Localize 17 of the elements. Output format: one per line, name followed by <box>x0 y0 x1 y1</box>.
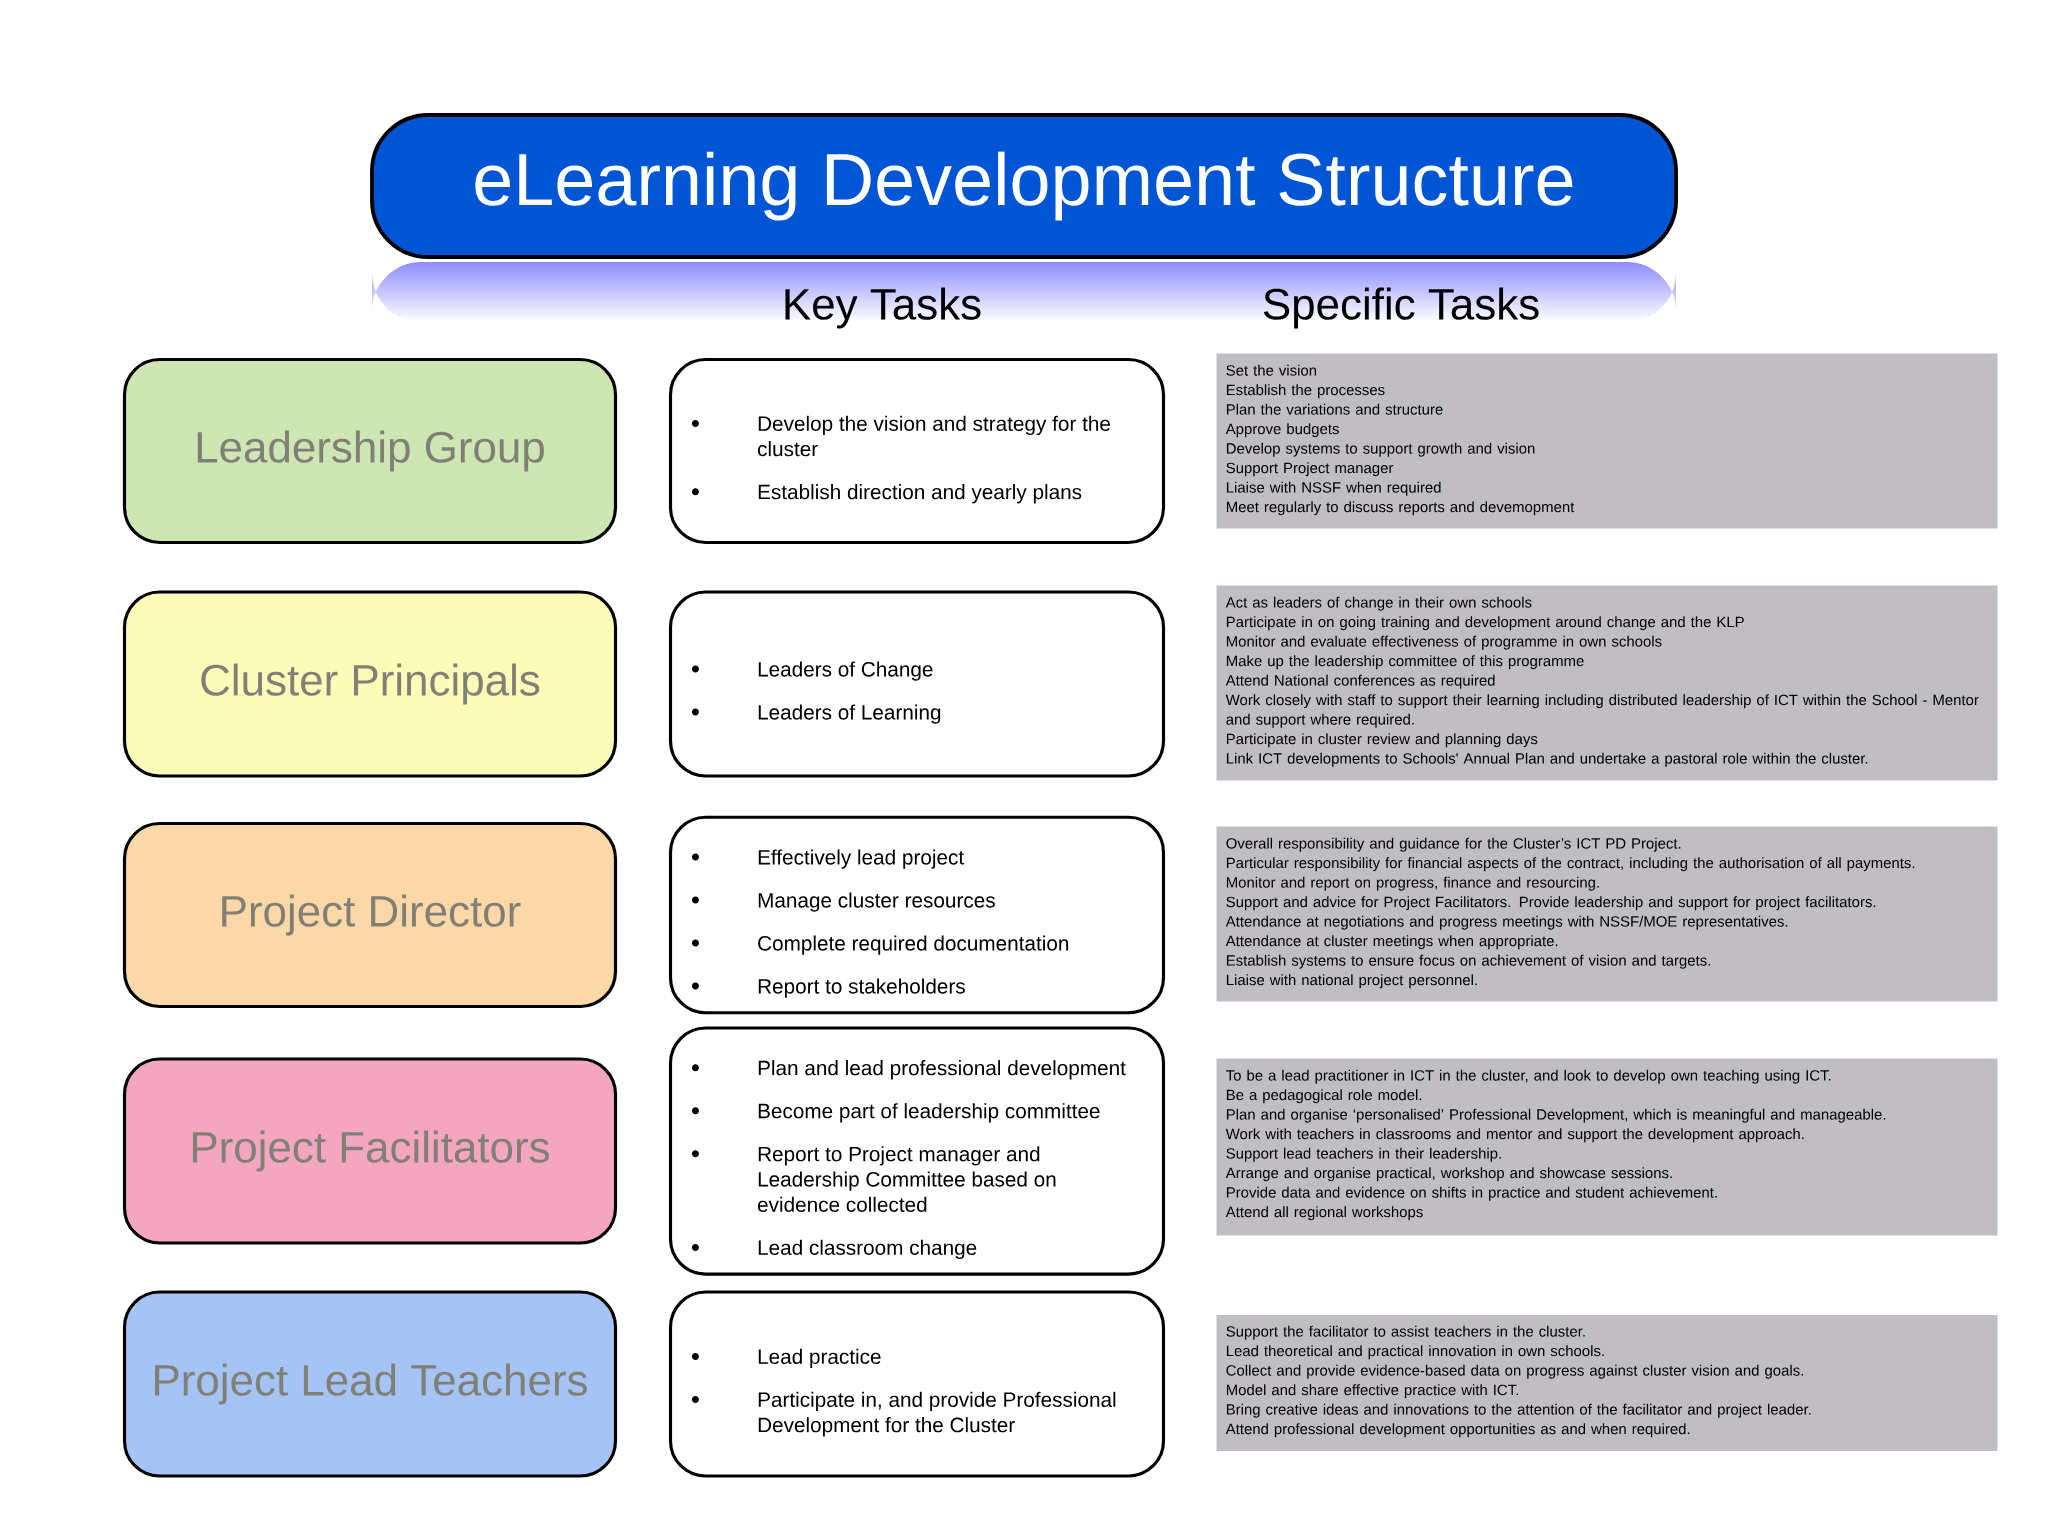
role-box: Project Lead Teachers <box>122 1290 618 1478</box>
key-task-box: Lead practice Participate in, and provide Professional Development for the Cluster <box>668 1290 1166 1478</box>
role-box: Project Facilitators <box>122 1057 618 1245</box>
key-task-box: Effectively lead project Manage cluster resources Complete required documentation Report to stakeholders <box>668 815 1166 1015</box>
task-list-panel: Overall responsibility and guidance for the Cluster’s ICT PD Project. Particular responsibility for financial aspects of the contract, including the authorisation of all payments. Monitor and report on progress, finance and resourcing. Support and advice for Project Facilitators. Provide leadership and support for project facilitators. Attendance at negotiations and progress meetings with NSSF/MOE representatives. Attendance at cluster meetings when appropriate. Establish systems to ensure focus on achievement of vision and targets. Liaise with national project personnel. <box>1216 826 1998 1002</box>
task-list-panel: Act as leaders of change in their own schools Participate in on going training and development around change and the KLP Monitor and evaluate effectiveness of programme in own schools Make up the leadership committee of this programme Attend National conferences as required Work closely with staff to support their learning including distributed leadership of ICT within the School - Mentor and support where required. Participate in cluster review and planning days Link ICT developments to Schools' Annual Plan and undertake a pastoral role within the cluster. <box>1216 585 1998 781</box>
role-box: Cluster Principals <box>122 590 618 778</box>
title-banner: eLearning Development Structure <box>370 113 1678 259</box>
key-task-box: Develop the vision and strategy for the cluster Establish direction and yearly plans <box>668 357 1166 545</box>
column-heading: Specific Tasks <box>1263 287 1539 329</box>
task-list-panel: Set the vision Establish the processes Plan the variations and structure Approve budgets Develop systems to support growth and vision Support Project manager Liaise with NSSF when required Meet regularly to discuss reports and devemopment <box>1216 353 1998 529</box>
task-list-panel: Support the facilitator to assist teachers in the cluster. Lead theoretical and practical innovation in own schools. Collect and provide evidence-based data on progress against cluster vision and goals. Model and share effective practice with ICT. Bring creative ideas and innovations to the attention of the facilitator and project leader. Attend professional development opportunities as and when required. <box>1216 1315 1998 1452</box>
key-task-box: Plan and lead professional development Become part of leadership committee Report to Project manager and Leadership Committee based on evidence collected Lead classroom change <box>668 1026 1166 1276</box>
key-task-box: Leaders of Change Leaders of Learning <box>668 590 1166 778</box>
task-list-panel: To be a lead practitioner in ICT in the cluster, and look to develop own teaching using ICT. Be a pedagogical role model. Plan and organise ‘personalised’ Professional Development, which is meaningful and manageable. Work with teachers in classrooms and mentor and support the development approach. Support lead teachers in their leadership. Arrange and organise practical, workshop and showcase sessions. Provide data and evidence on shifts in practice and student achievement. Attend all regional workshops <box>1216 1058 1998 1236</box>
role-box: Project Director <box>122 821 618 1009</box>
role-box: Leadership Group <box>122 357 618 545</box>
